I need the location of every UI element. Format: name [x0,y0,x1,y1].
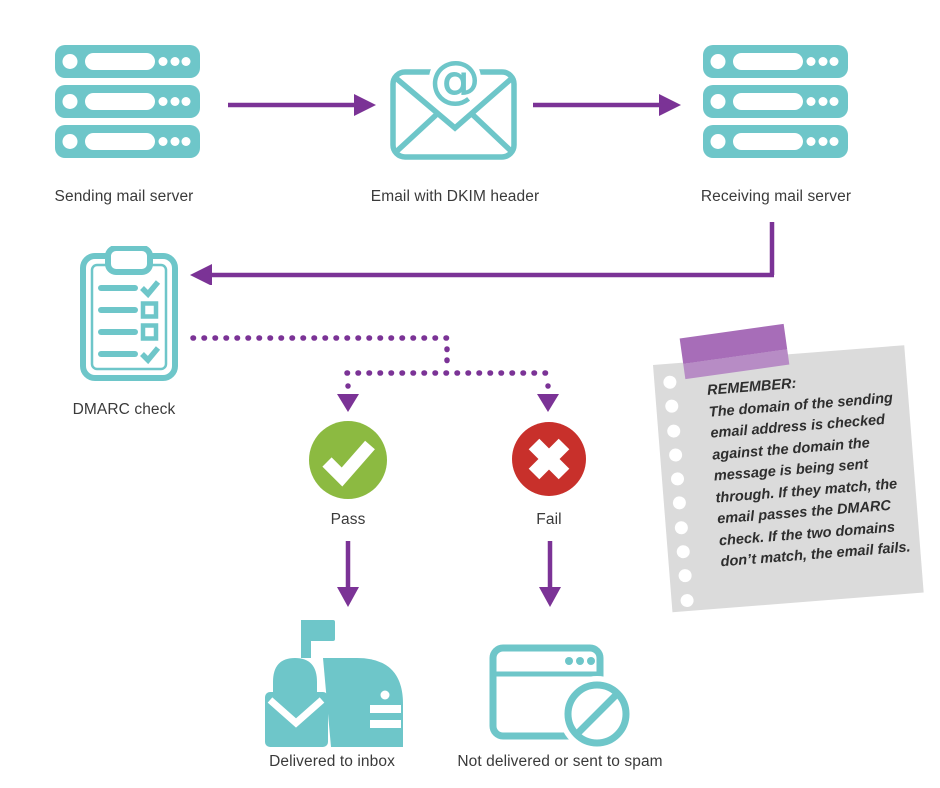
svg-text:@: @ [430,51,480,109]
spam-label: Not delivered or sent to spam [457,753,663,770]
sending-server-label: Sending mail server [54,188,194,205]
browser-blocked-icon [489,644,635,752]
email-dkim-label: Email with DKIM header [370,188,540,205]
arrow-down-icon [539,541,561,607]
reminder-note-text: REMEMBER: The domain of the sending emai… [706,365,917,573]
mail-server-icon [703,45,848,158]
x-circle-icon [512,422,586,496]
elbow-connector-arrow [190,222,775,285]
mail-server-icon [55,45,200,158]
inbox-label: Delivered to inbox [269,753,395,770]
arrow-right-icon [228,94,376,116]
reminder-note: REMEMBER: The domain of the sending emai… [653,345,924,613]
fail-label: Fail [536,511,562,528]
email-at-icon: @ [390,51,517,160]
dmarc-check-label: DMARC check [72,401,176,418]
receiving-server-label: Receiving mail server [700,188,852,205]
punch-holes [662,375,695,608]
pass-label: Pass [330,511,366,528]
arrow-down-icon [337,541,359,607]
clipboard-checklist-icon [80,246,178,381]
check-circle-icon [309,421,387,499]
arrow-right-icon [533,94,681,116]
mailbox-icon [265,620,403,747]
dotted-branch-connector [190,335,559,412]
